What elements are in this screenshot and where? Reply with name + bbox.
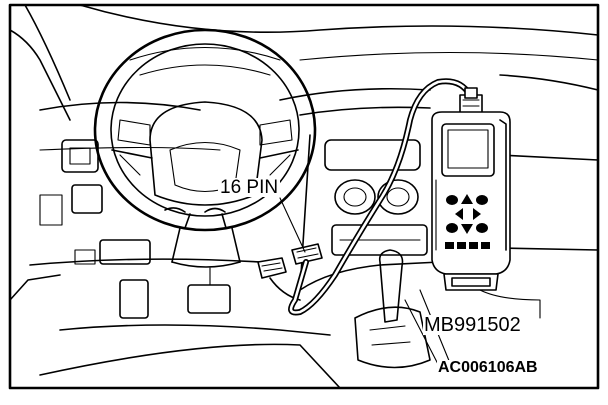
instrument-cluster	[129, 47, 281, 76]
steering-wheel	[93, 28, 317, 232]
pedals	[119, 267, 231, 319]
diagnostic-cable	[288, 78, 473, 316]
diagnostic-connector	[257, 243, 323, 301]
left-vents	[39, 139, 151, 265]
figure-code-label: AC006106AB	[437, 359, 539, 376]
connector-label: 16 PIN	[218, 177, 281, 198]
a-pillar	[9, 4, 71, 301]
gear-shifter	[354, 249, 431, 369]
windshield-frame	[79, 4, 599, 61]
figure-border	[8, 3, 600, 390]
scan-tool	[431, 87, 511, 291]
part-number-label: MB991502	[423, 314, 522, 336]
steering-column	[171, 227, 241, 268]
connector-leader	[279, 197, 306, 253]
